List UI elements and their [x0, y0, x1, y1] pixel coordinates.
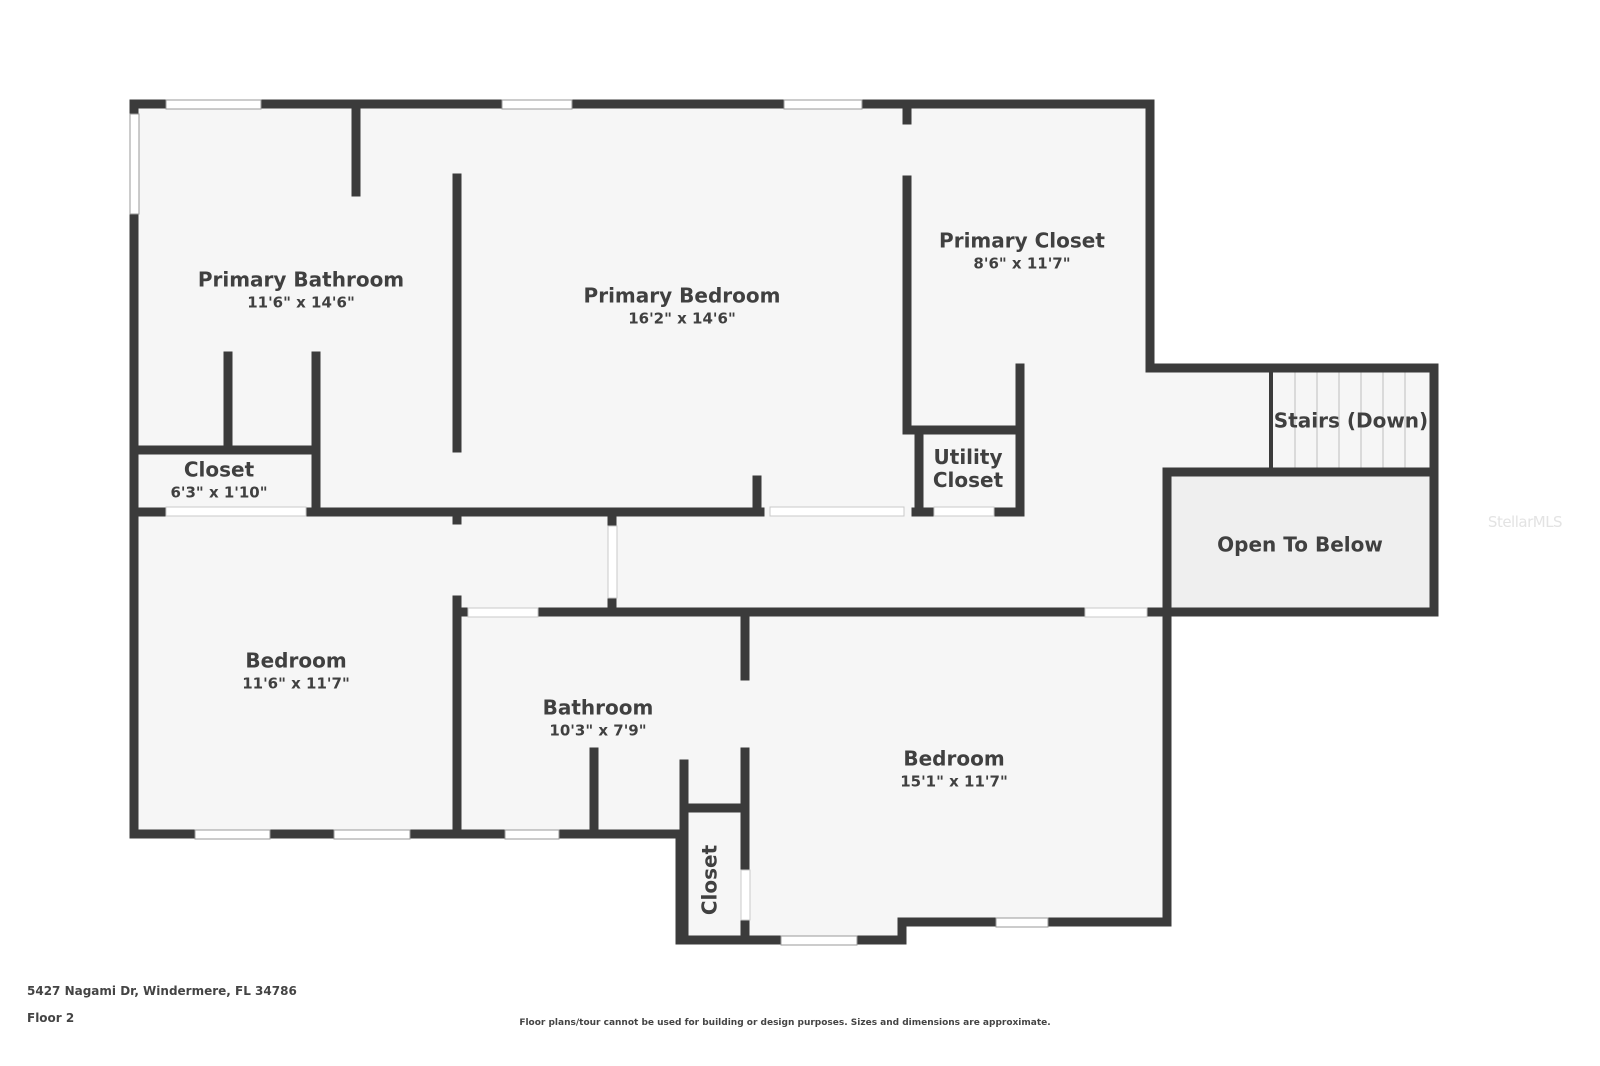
room-name: Primary Bathroom: [197, 267, 405, 292]
room-bathroom: Bathroom 10'3" x 7'9": [543, 696, 654, 739]
room-open-to-below: Open To Below: [1217, 532, 1383, 557]
stair-treads: [1294, 372, 1406, 468]
room-closet-vertical: Closet: [697, 844, 722, 916]
disclaimer: Floor plans/tour cannot be used for buil…: [519, 1018, 1051, 1028]
room-bedroom-left: Bedroom 11'6" x 11'7": [242, 649, 350, 692]
room-dimensions: 11'6" x 14'6": [247, 293, 355, 312]
room-name: Bedroom: [245, 648, 347, 673]
room-utility-closet: Utility Closet: [933, 446, 1003, 492]
room-dimensions: 10'3" x 7'9": [549, 721, 647, 740]
room-name: Bedroom: [903, 746, 1005, 771]
room-dimensions: 11'6" x 11'7": [242, 674, 350, 693]
room-name: Closet: [183, 457, 255, 482]
room-stairs-down: Stairs (Down): [1273, 408, 1429, 433]
room-dimensions: 16'2" x 14'6": [628, 309, 736, 328]
room-dimensions: 15'1" x 11'7": [900, 772, 1008, 791]
watermark: StellarMLS: [1487, 513, 1563, 531]
windows: [129, 99, 1049, 946]
room-name: Primary Closet: [939, 228, 1105, 253]
floor-fills: [134, 104, 1436, 940]
room-bedroom-right: Bedroom 15'1" x 11'7": [900, 747, 1008, 790]
floor-label: Floor 2: [27, 1011, 75, 1025]
room-name: Stairs (Down): [1273, 408, 1429, 433]
door-openings: [165, 506, 1148, 921]
room-primary-bedroom: Primary Bedroom 16'2" x 14'6": [584, 284, 781, 327]
room-name: Open To Below: [1217, 532, 1383, 557]
room-name: Bathroom: [542, 695, 654, 720]
room-dimensions: 6'3" x 1'10": [170, 483, 268, 502]
room-dimensions: 8'6" x 11'7": [973, 254, 1071, 273]
room-closet-small: Closet 6'3" x 1'10": [170, 458, 267, 501]
property-address: 5427 Nagami Dr, Windermere, FL 34786: [27, 984, 297, 998]
room-name: Utility Closet: [932, 445, 1004, 492]
room-primary-bathroom: Primary Bathroom 11'6" x 14'6": [198, 268, 404, 311]
room-primary-closet: Primary Closet 8'6" x 11'7": [939, 229, 1105, 272]
room-name: Closet: [697, 844, 722, 916]
room-name: Primary Bedroom: [583, 283, 781, 308]
